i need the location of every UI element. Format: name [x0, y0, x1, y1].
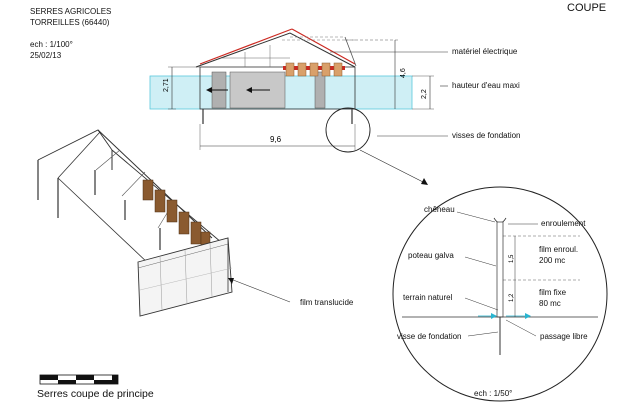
- dim-lower-label: 1,2: [509, 293, 515, 302]
- flow-arrow-head-2: [206, 87, 212, 93]
- label-max-water: hauteur d'eau maxi: [452, 81, 520, 90]
- film-wall-line: [209, 242, 213, 298]
- label-roll-film-2: 200 mc: [539, 256, 566, 265]
- leader-post: [464, 256, 497, 267]
- project-name: SERRES AGRICOLES: [30, 7, 112, 16]
- electrical-equipment: [283, 62, 345, 77]
- rafter: [95, 149, 121, 171]
- passage-arrow-head-left: [491, 313, 497, 319]
- label-gutter: chêneau: [424, 205, 455, 214]
- drawing-caption: Serres coupe de principe: [37, 388, 154, 400]
- dim-water-label: 2,2: [421, 89, 428, 99]
- leader-passage: [505, 319, 537, 337]
- frame-rafter: [57, 131, 101, 179]
- film-wall-line: [137, 243, 229, 269]
- leader-ground: [464, 297, 499, 311]
- label-translucent-film: film translucide: [300, 298, 354, 307]
- project-location: TORREILLES (66440): [30, 18, 110, 27]
- greenhouse-body: [199, 66, 356, 110]
- label-roll-film-1: film enroul.: [539, 245, 579, 254]
- label-fixed-film-2: 80 mc: [539, 299, 561, 308]
- detail-scale: ech : 1/50°: [474, 389, 513, 398]
- eave-line: [111, 149, 229, 249]
- roof: [195, 32, 356, 68]
- label-screw: visse de fondation: [397, 332, 462, 341]
- leader-film-arrow: [228, 278, 234, 284]
- scale-bar-seg: [112, 375, 118, 384]
- wall-panel-right: [314, 71, 326, 109]
- dim-height-label: 4,6: [400, 68, 407, 78]
- scale-bar-seg: [58, 380, 76, 384]
- rafter: [121, 171, 146, 197]
- dim-upper-label: 1,5: [509, 254, 515, 263]
- scale-bar-seg: [94, 380, 112, 384]
- flow-arrow-head: [246, 87, 252, 93]
- scale-bar-seg: [40, 375, 58, 380]
- detail-callout-line: [359, 149, 426, 184]
- roof-red-line-2: [291, 28, 356, 65]
- hanging-equipment: [142, 179, 211, 253]
- scale-main: ech : 1/100°: [30, 40, 73, 49]
- label-winding: enroulement: [541, 219, 586, 228]
- film-wall-line: [139, 267, 233, 291]
- label-ground: terrain naturel: [403, 293, 453, 302]
- detail-callout-circle: [325, 107, 371, 153]
- label-foundation-screws: visses de fondation: [452, 131, 521, 140]
- dim-width-label: 9,6: [270, 135, 282, 144]
- label-passage: passage libre: [540, 332, 588, 341]
- leader-screw: [467, 331, 499, 337]
- label-fixed-film-1: film fixe: [539, 288, 567, 297]
- label-post: poteau galva: [408, 251, 454, 260]
- leader-gutter: [456, 211, 496, 223]
- label-electrical: matériel électrique: [452, 47, 518, 56]
- ridge-line: [97, 129, 213, 239]
- drawing-date: 25/02/13: [30, 51, 62, 60]
- roof-red-line: [199, 28, 293, 65]
- sheet-title: COUPE: [567, 2, 607, 14]
- detail-callout-arrow: [421, 178, 428, 185]
- roof-edge: [344, 36, 357, 67]
- film-wall-line: [184, 249, 188, 305]
- film-wall-line: [159, 255, 163, 311]
- scale-bar-seg: [76, 375, 94, 380]
- leader-film: [227, 277, 291, 303]
- passage-arrow-head-right: [525, 313, 531, 319]
- dim-left-height-label: 2,71: [163, 78, 170, 92]
